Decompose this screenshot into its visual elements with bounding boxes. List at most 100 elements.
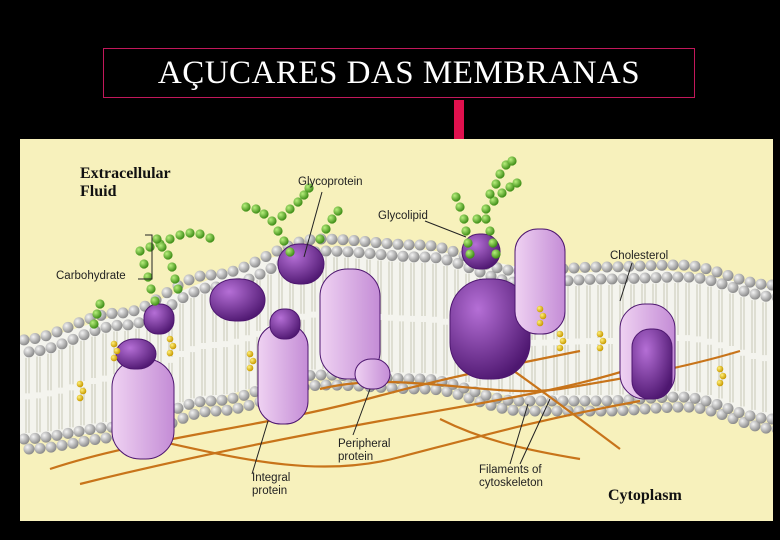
sugar-chain-icon — [507, 156, 517, 166]
sugar-chain-icon — [465, 249, 475, 259]
phospholipid-icon — [106, 307, 118, 319]
phospholipid-icon — [45, 342, 57, 354]
phospholipid-icon — [678, 259, 690, 271]
sugar-chain-icon — [175, 230, 185, 240]
phospholipid-icon — [529, 405, 541, 417]
phospholipid-icon — [100, 321, 112, 333]
cholesterol-icon — [76, 394, 84, 402]
phospholipid-icon — [667, 259, 679, 271]
cytoskeleton-filament — [149, 399, 641, 468]
sugar-chain-icon — [195, 229, 205, 239]
cholesterol-icon — [113, 347, 121, 355]
phospholipid-icon — [62, 321, 74, 333]
sugar-chain-icon — [167, 262, 177, 272]
phospholipid-icon — [601, 261, 613, 273]
phospholipid-icon — [749, 288, 761, 300]
membrane-proteins — [111, 228, 676, 460]
phospholipid-icon — [667, 391, 679, 403]
filaments-label: Filaments of cytoskeleton — [479, 464, 543, 489]
phospholipid-icon — [733, 407, 745, 419]
phospholipid-icon — [661, 401, 673, 413]
phospholipid-icon — [271, 245, 283, 257]
sugar-chain-icon — [333, 206, 343, 216]
phospholipid-icon — [491, 392, 503, 404]
phospholipid-icon — [733, 273, 745, 285]
phospholipid-icon — [683, 401, 695, 413]
sugar-chain-icon — [267, 216, 277, 226]
sugar-chain-icon — [481, 204, 491, 214]
phospholipid-icon — [628, 404, 640, 416]
cholesterol-icon — [556, 330, 564, 338]
sugar-chain-icon — [315, 234, 325, 244]
protein-icon — [143, 303, 175, 335]
phospholipid-icon — [122, 319, 134, 331]
phospholipid-icon — [23, 346, 35, 358]
membrane-diagram: Extracellular Fluid Cytoplasm Glycoprote… — [20, 139, 773, 521]
phospholipid-icon — [45, 441, 57, 453]
sugar-chain-icon — [321, 224, 331, 234]
sugar-chain-icon — [481, 214, 491, 224]
phospholipid-icon — [447, 245, 459, 257]
sugar-chain-icon — [143, 272, 153, 282]
phospholipid-icon — [337, 234, 349, 246]
phospholipid-icon — [51, 429, 63, 441]
sugar-chain-icon — [170, 274, 180, 284]
phospholipid-icon — [205, 395, 217, 407]
sugar-chain-icon — [512, 178, 522, 188]
phospholipid-icon — [386, 250, 398, 262]
phospholipid-icon — [254, 268, 266, 280]
phospholipid-icon — [518, 405, 530, 417]
phospholipid-icon — [238, 389, 250, 401]
cholesterol-icon — [559, 337, 567, 345]
sugar-chain-icon — [285, 247, 295, 257]
phospholipid-icon — [56, 439, 68, 451]
sugar-chain-icon — [285, 204, 295, 214]
sugar-chain-icon — [92, 309, 102, 319]
phospholipid-icon — [425, 240, 437, 252]
integral-protein-label: Integral protein — [252, 472, 291, 497]
sugar-chain-icon — [461, 226, 471, 236]
cholesterol-icon — [110, 354, 118, 362]
phospholipid-icon — [513, 395, 525, 407]
cholesterol-icon — [166, 335, 174, 343]
phospholipid-icon — [67, 437, 79, 449]
sugar-chain-icon — [95, 299, 105, 309]
sugar-chain-icon — [491, 179, 501, 189]
sugar-chain-icon — [495, 169, 505, 179]
leader-line — [424, 220, 467, 238]
phospholipid-icon — [639, 403, 651, 415]
phospholipid-icon — [590, 261, 602, 273]
cholesterol-icon — [539, 312, 547, 320]
phospholipid-icon — [249, 256, 261, 268]
phospholipid-icon — [326, 233, 338, 245]
phospholipid-icon — [359, 236, 371, 248]
sugar-chain-icon — [299, 190, 309, 200]
phospholipid-icon — [689, 392, 701, 404]
phospholipid-icon — [304, 234, 316, 246]
phospholipid-icon — [29, 432, 41, 444]
phospholipid-icon — [639, 272, 651, 284]
phospholipid-icon — [216, 268, 228, 280]
phospholipid-icon — [397, 250, 409, 262]
phospholipid-heads — [20, 233, 773, 455]
cholesterol-icon — [596, 344, 604, 352]
phospholipid-icon — [205, 269, 217, 281]
cholesterol-icon — [716, 365, 724, 373]
phospholipid-icon — [331, 245, 343, 257]
phospholipid-icon — [177, 292, 189, 304]
phospholipid-icon — [370, 237, 382, 249]
phospholipid-icon — [568, 395, 580, 407]
sugar-chain-icon — [185, 228, 195, 238]
phospholipid-icon — [194, 270, 206, 282]
phospholipid-icon — [507, 404, 519, 416]
phospholipid-icon — [227, 392, 239, 404]
cholesterol-icon — [249, 357, 257, 365]
phospholipid-icon — [573, 274, 585, 286]
sugar-chain-icon — [165, 234, 175, 244]
sugar-chain-icon — [455, 202, 465, 212]
phospholipid-icon — [62, 427, 74, 439]
sugar-chain-icon — [327, 214, 337, 224]
phospholipid-icon — [711, 399, 723, 411]
cholesterol-icon — [110, 340, 118, 348]
phospholipid-icon — [672, 271, 684, 283]
